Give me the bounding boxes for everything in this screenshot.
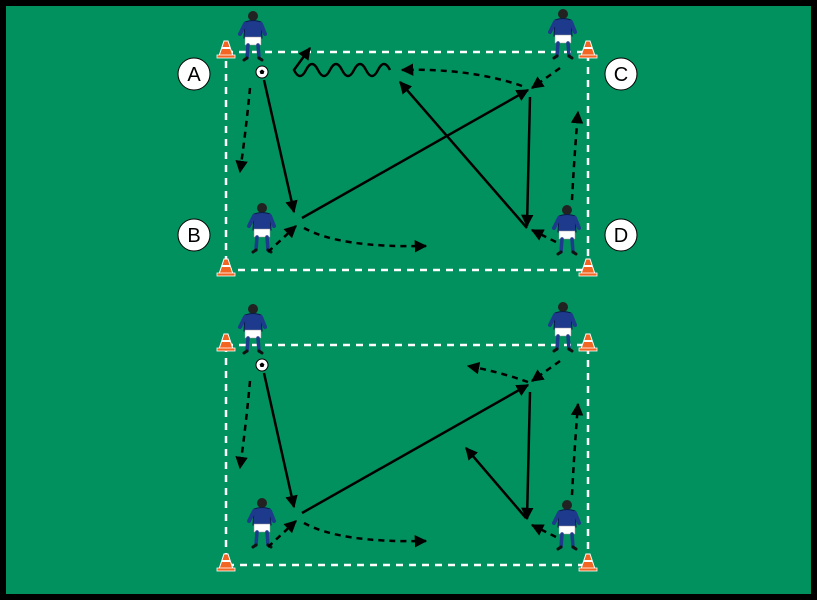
grid-boundary-bottom xyxy=(224,343,590,567)
run-arrow xyxy=(400,63,523,88)
run-arrow xyxy=(530,359,561,383)
run-arrow xyxy=(530,523,557,539)
ball-icon xyxy=(255,65,269,79)
drill-bottom xyxy=(216,300,598,572)
pass-arrow xyxy=(521,391,534,521)
run-arrow xyxy=(530,66,561,90)
pass-arrow xyxy=(262,79,298,214)
run-arrow xyxy=(570,402,584,496)
run-arrow xyxy=(570,110,584,201)
pass-arrow xyxy=(262,372,298,509)
dribble-arrow xyxy=(292,46,392,78)
pass-arrow xyxy=(301,88,530,220)
drill-top: A B C D xyxy=(177,7,638,277)
pitch-surface xyxy=(6,6,811,594)
run-arrow xyxy=(466,361,529,384)
run-arrow xyxy=(530,228,557,244)
label-b: B xyxy=(177,218,211,252)
grid-boundary-top xyxy=(224,50,590,272)
pass-arrow xyxy=(301,383,530,515)
label-a: A xyxy=(177,57,211,91)
pass-arrow xyxy=(465,447,527,519)
run-arrow xyxy=(235,380,252,470)
ball-icon xyxy=(255,358,269,372)
svg-text:B: B xyxy=(187,225,200,247)
svg-text:C: C xyxy=(614,64,628,86)
pass-arrow xyxy=(521,96,534,228)
svg-text:A: A xyxy=(187,64,201,86)
svg-text:D: D xyxy=(614,225,628,247)
label-d: D xyxy=(604,218,638,252)
pass-arrow xyxy=(399,81,528,229)
label-c: C xyxy=(604,57,638,91)
